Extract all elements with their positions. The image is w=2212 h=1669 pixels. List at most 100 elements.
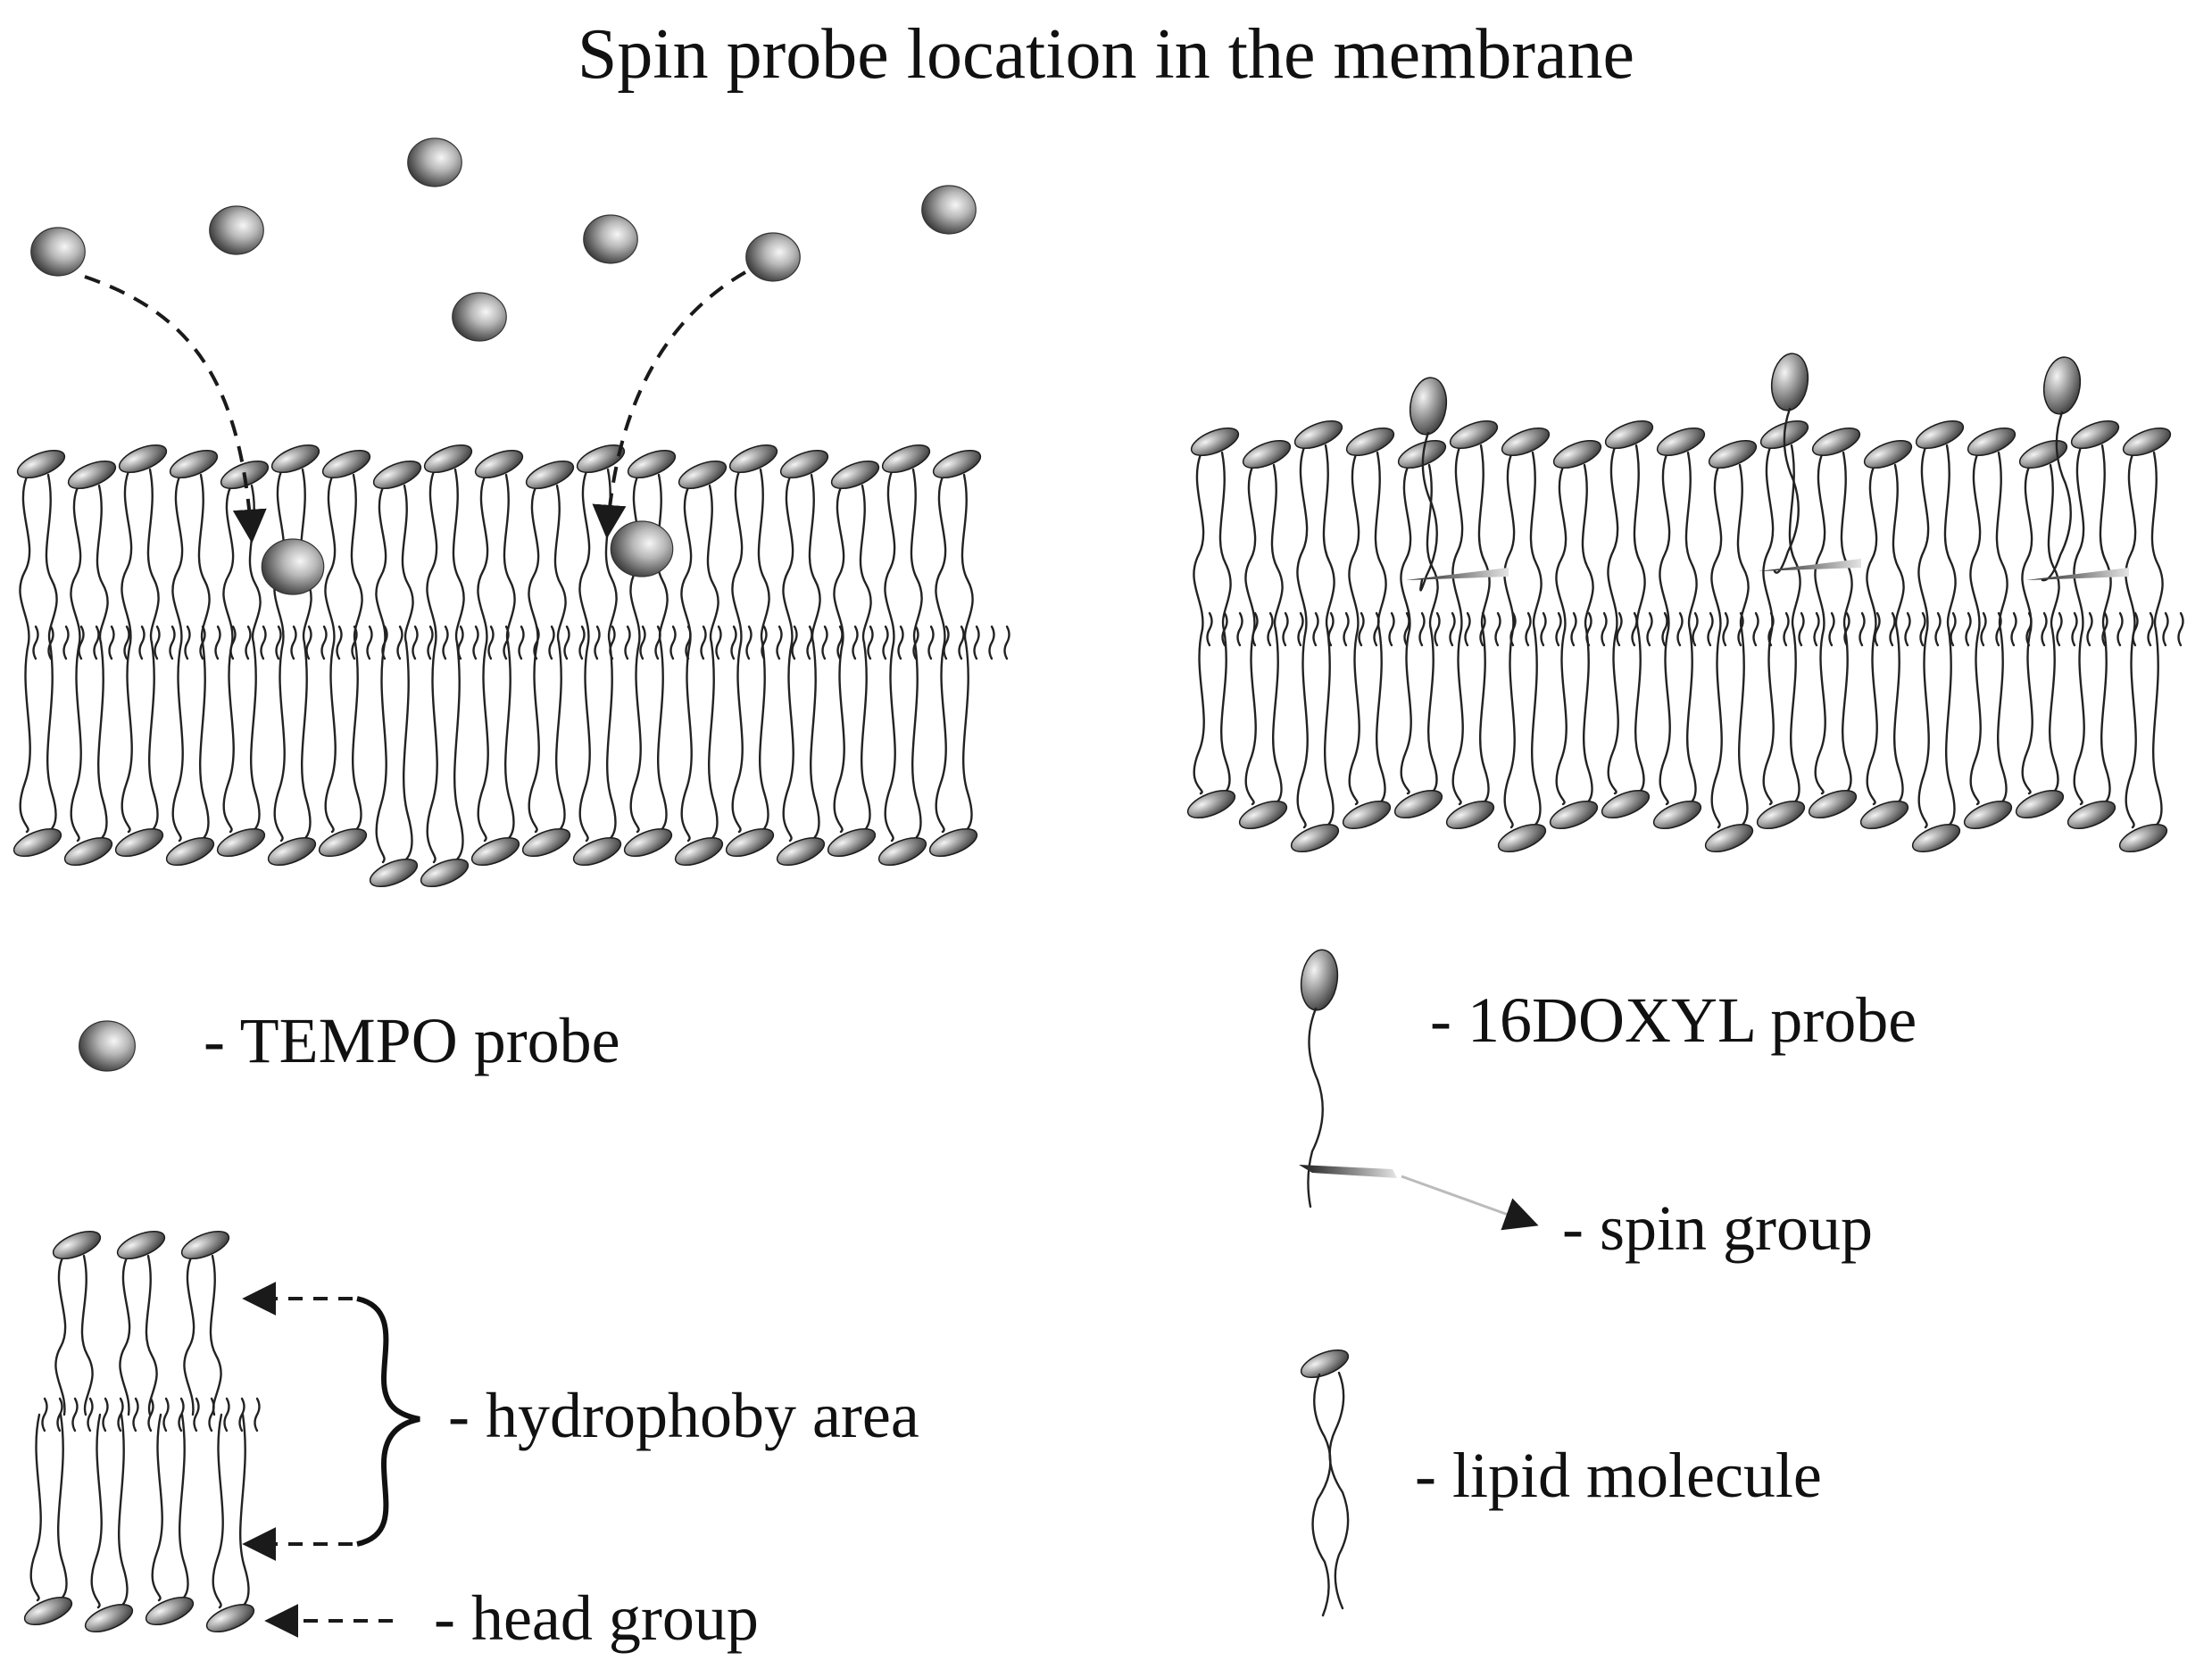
left-membrane-upper-lipid-10 xyxy=(525,460,575,644)
right-membrane-upper-lipid-0 xyxy=(1190,427,1240,631)
probe-layer xyxy=(30,137,2129,1617)
left-membrane-upper-lipid-14 xyxy=(728,444,778,644)
left-membrane-lower-lipid-2 xyxy=(114,641,164,858)
right-membrane-lower-lipid-1 xyxy=(1238,627,1288,830)
small-membrane-upper-lipid-2 xyxy=(180,1230,230,1416)
tempo-probe-4 xyxy=(583,214,638,264)
right-membrane-lower-lipid-11 xyxy=(1756,627,1806,830)
right-membrane-upper-lipid-15 xyxy=(1967,427,2017,631)
right-membrane-lower-lipid-16 xyxy=(2015,627,2065,819)
head-group-label: - head group xyxy=(434,1582,759,1654)
right-membrane-upper-lipid-9 xyxy=(1656,427,1706,631)
right-membrane-upper-lipid-6 xyxy=(1501,427,1551,631)
right-membrane-lower-lipid-5 xyxy=(1445,627,1495,830)
left-membrane-upper-lipid-6 xyxy=(321,449,371,644)
hydrophoby-brace xyxy=(356,1296,420,1547)
left-membrane-lower-lipid-11 xyxy=(572,641,622,867)
right-membrane-lower-lipid-15 xyxy=(1963,627,2013,830)
doxyl-probe-label: - 16DOXYL probe xyxy=(1430,984,1917,1056)
left-membrane-upper-lipid-2 xyxy=(118,444,168,644)
right-membrane-upper-lipid-4 xyxy=(1397,439,1447,631)
tempo-probe-2 xyxy=(209,205,264,255)
small-membrane-legend xyxy=(23,1230,261,1633)
right-membrane-upper-lipid-2 xyxy=(1293,419,1343,631)
right-membrane-upper-lipid-5 xyxy=(1449,419,1499,631)
right-membrane-lower-lipid-8 xyxy=(1601,627,1651,819)
left-membrane-lower-lipid-0 xyxy=(12,641,62,858)
right-membrane-lower-lipid-12 xyxy=(1808,627,1858,819)
arrow-layer xyxy=(84,270,1539,1638)
left-membrane-lower-lipid-10 xyxy=(521,641,571,858)
left-membrane-upper-lipid-18 xyxy=(932,449,982,644)
hydrophoby-area-label: - hydrophoby area xyxy=(448,1380,919,1451)
right-membrane-upper-lipid-3 xyxy=(1345,427,1395,631)
left-membrane-upper-lipid-13 xyxy=(678,460,728,644)
tempo-legend-icon xyxy=(79,1020,136,1072)
tempo-probe-6 xyxy=(745,232,801,282)
tempo-probe-label: - TEMPO probe xyxy=(204,1005,620,1076)
left-membrane-lower-lipid-13 xyxy=(674,641,724,867)
right-membrane-lower-lipid-2 xyxy=(1290,627,1340,853)
small-membrane-upper-lipid-1 xyxy=(116,1230,166,1416)
right-membrane-lower-lipid-7 xyxy=(1549,627,1599,830)
small-membrane-lower-lipid-0 xyxy=(23,1413,73,1626)
left-membrane-lower-lipid-16 xyxy=(827,641,877,858)
right-membrane-upper-lipid-1 xyxy=(1242,439,1292,631)
left-membrane-upper-lipid-15 xyxy=(779,449,829,644)
tempo-probe-in-membrane-1 xyxy=(261,538,325,595)
left-membrane-lower-lipid-18 xyxy=(928,641,978,858)
right-membrane-upper-lipid-16 xyxy=(2018,439,2068,631)
tempo-insertion-arrow-right xyxy=(592,270,747,539)
tempo-insertion-arrow-left xyxy=(84,275,267,544)
left-membrane-lower-lipid-12 xyxy=(623,641,673,858)
tempo-probe-3 xyxy=(407,137,462,187)
right-membrane-upper-lipid-10 xyxy=(1708,439,1758,631)
right-membrane-upper-lipid-12 xyxy=(1811,427,1861,631)
left-membrane-upper-lipid-8 xyxy=(423,444,473,644)
diagram-title: Spin probe location in the membrane xyxy=(577,15,1635,94)
right-membrane-upper-lipid-17 xyxy=(2070,419,2120,631)
left-membrane-lower-lipid-7 xyxy=(369,641,419,888)
left-membrane-upper-lipid-1 xyxy=(67,460,117,644)
left-membrane-upper-lipid-0 xyxy=(16,449,66,644)
right-membrane-upper-lipid-14 xyxy=(1915,419,1965,631)
left-membrane-lower-lipid-5 xyxy=(267,641,317,867)
left-membrane-lower-lipid-9 xyxy=(470,641,520,867)
left-membrane-upper-lipid-9 xyxy=(474,449,524,644)
left-membrane-lower-lipid-14 xyxy=(725,641,775,858)
small-membrane-mid-chains xyxy=(41,1397,261,1432)
tempo-probe-7 xyxy=(921,185,977,235)
right-membrane-lower-lipid-0 xyxy=(1186,627,1236,819)
lipid-layer xyxy=(12,419,2184,1633)
left-membrane-lower-lipid-8 xyxy=(420,641,470,888)
right-membrane-upper-lipid-13 xyxy=(1863,439,1913,631)
small-membrane-lower-lipid-3 xyxy=(205,1413,255,1633)
right-membrane-lower-lipid-17 xyxy=(2066,627,2116,830)
doxyl-probe-embedded-1 xyxy=(1406,377,1509,592)
right-membrane-lower-lipid-14 xyxy=(1911,627,1961,853)
left-membrane-upper-lipid-17 xyxy=(881,444,931,644)
right-membrane-lower-lipid-6 xyxy=(1497,627,1547,853)
right-membrane-lower-lipid-18 xyxy=(2118,627,2168,853)
left-membrane-upper-lipid-3 xyxy=(169,449,219,644)
left-membrane-lower-lipid-3 xyxy=(165,641,215,867)
left-membrane-upper-lipid-7 xyxy=(372,460,422,644)
tempo-probe-1 xyxy=(30,227,86,277)
right-membrane-lower-lipid-9 xyxy=(1652,627,1702,830)
doxyl-probe-embedded-3 xyxy=(2026,356,2129,582)
right-membrane-upper-lipid-8 xyxy=(1604,419,1654,631)
right-membrane-lower-lipid-4 xyxy=(1393,627,1443,819)
left-membrane-lower-lipid-4 xyxy=(216,641,266,858)
small-membrane-upper-lipid-0 xyxy=(52,1230,102,1416)
right-membrane-lower-lipid-10 xyxy=(1704,627,1754,853)
right-membrane-lower-lipid-13 xyxy=(1859,627,1909,830)
right-membrane-upper-lipid-18 xyxy=(2122,427,2172,631)
small-membrane-lower-lipid-2 xyxy=(145,1413,195,1626)
left-membrane-lower-lipid-17 xyxy=(877,641,927,867)
left-membrane-lower-lipid-15 xyxy=(776,641,826,867)
left-membrane-upper-lipid-16 xyxy=(830,460,880,644)
tempo-probe-in-membrane-2 xyxy=(610,520,674,577)
small-membrane-lower-lipid-1 xyxy=(84,1413,134,1633)
